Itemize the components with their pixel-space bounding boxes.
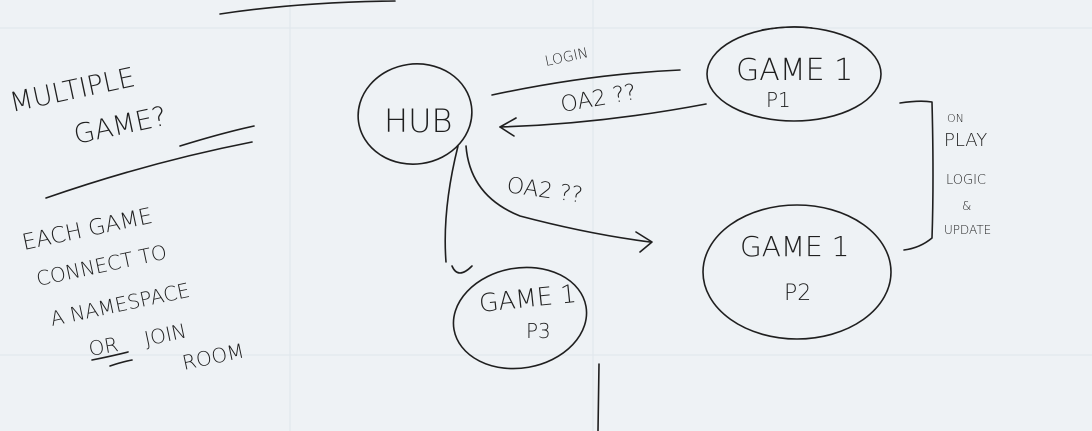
edge-oauth-return	[499, 103, 707, 128]
game-node-p3: GAME 1 P3	[452, 266, 588, 370]
notes-underline-1	[179, 125, 255, 147]
game-p2-sub: P2	[784, 281, 811, 306]
edge-login-label: LOGIN	[544, 45, 590, 70]
game-p2-label: GAME 1	[740, 230, 849, 263]
edge-hub-to-p3-arrowhead	[451, 265, 473, 274]
notes-body: EACH GAME CONNECT TO A NAMESPACE OR JOIN…	[20, 204, 246, 375]
or-underline-1	[91, 351, 129, 361]
game-p1-sub: P1	[766, 88, 791, 112]
hub-circle	[357, 63, 473, 165]
stray-stroke-top	[219, 0, 396, 15]
notes-title: MULTIPLE GAME?	[7, 62, 169, 151]
notes-divider	[45, 141, 253, 199]
hub-node: HUB	[357, 63, 473, 165]
game-node-p1: GAME 1 P1	[706, 26, 882, 122]
game-p1-label: GAME 1	[736, 53, 853, 88]
game-p3-circle	[452, 266, 588, 370]
edge-hub-to-p3	[444, 145, 459, 263]
or-underline-2	[109, 359, 133, 367]
side-note-line1: ON	[947, 112, 964, 125]
notes-body-or: OR	[87, 332, 120, 361]
edge-hub-to-p2	[465, 145, 651, 243]
game-p3-sub: P3	[526, 319, 551, 343]
edge-oauth-return-arrowhead	[499, 117, 517, 137]
side-note-line4: &	[962, 199, 971, 213]
game-node-p2: GAME 1 P2	[702, 204, 892, 340]
notes-body-line5: ROOM	[180, 338, 246, 374]
side-note-line2: PLAY	[944, 130, 987, 151]
game-p3-label: GAME 1	[478, 279, 578, 318]
game-p2-circle	[702, 204, 892, 340]
hub-label: HUB	[384, 102, 452, 140]
notes-body-line4: JOIN	[142, 319, 189, 351]
side-bracket	[899, 100, 934, 251]
side-note: ON PLAY LOGIC & UPDATE	[944, 112, 991, 237]
edge-hub-to-p2-arrowhead	[635, 231, 653, 253]
notes-title-line2: GAME?	[71, 101, 169, 151]
edge-oauth-top-label: OA2 ??	[559, 80, 639, 118]
side-note-line3: LOGIC	[946, 173, 986, 188]
side-note-line5: UPDATE	[944, 223, 991, 237]
game-p1-circle-overlap	[761, 26, 813, 31]
edge-login	[491, 69, 681, 96]
edge-oauth-mid-label: OA2 ??	[505, 173, 584, 208]
stray-stroke-bottom	[597, 363, 600, 431]
